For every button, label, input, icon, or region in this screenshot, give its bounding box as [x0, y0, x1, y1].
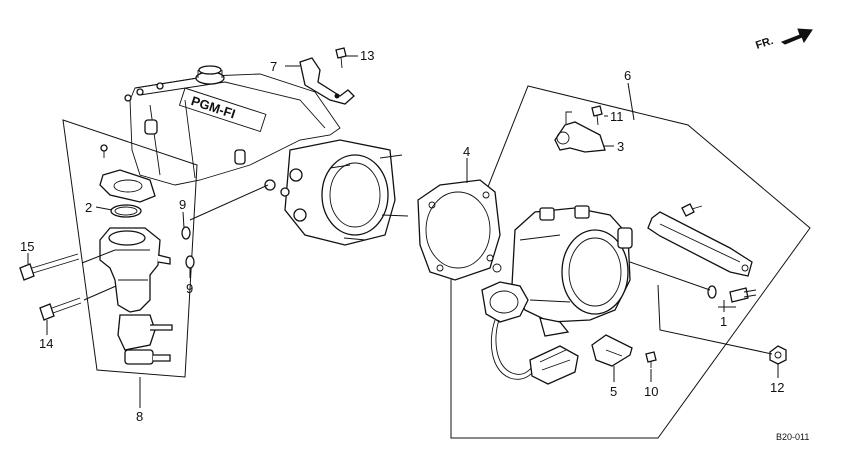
alignment-lines — [81, 184, 269, 301]
bracket-3 — [554, 111, 606, 153]
bracket-7 — [299, 57, 355, 105]
callout-3: 3 — [617, 139, 624, 154]
gasket-4 — [417, 179, 501, 281]
front-direction-indicator: FR. — [754, 28, 813, 52]
washers-9 — [181, 226, 195, 269]
bolt-14 — [39, 297, 82, 321]
callout-9-upper: 9 — [179, 197, 186, 212]
throttle-bracket-right — [647, 203, 753, 277]
callout-leaders — [27, 55, 779, 408]
callout-6: 6 — [624, 68, 631, 83]
callout-15: 15 — [20, 239, 34, 254]
callout-14: 14 — [39, 336, 53, 351]
callout-2: 2 — [85, 200, 92, 215]
callout-9-lower: 9 — [186, 281, 193, 296]
bolt-15 — [19, 253, 80, 281]
bracket-5 — [591, 334, 633, 367]
throttle-body — [481, 205, 633, 385]
group-8-outline — [62, 119, 198, 378]
front-arrow-icon — [780, 28, 813, 45]
callout-10: 10 — [644, 384, 658, 399]
group-6-outline — [450, 85, 811, 439]
callout-labels: 7 13 6 11 3 4 2 9 9 15 14 8 1 12 5 10 — [20, 48, 784, 424]
callout-4: 4 — [463, 144, 470, 159]
callout-12: 12 — [770, 380, 784, 395]
alignment-lines-6 — [629, 261, 773, 355]
front-label: FR. — [754, 35, 775, 52]
screw-1 — [707, 285, 757, 303]
nut-12 — [769, 345, 787, 365]
intake-manifold: PGM-FI — [124, 65, 409, 246]
callout-13: 13 — [360, 48, 374, 63]
screw-11 — [591, 105, 603, 126]
callout-1: 1 — [720, 314, 727, 329]
bolt-10 — [645, 351, 657, 368]
drawing-code: B20-011 — [776, 432, 809, 442]
fast-idle-valve — [99, 144, 173, 365]
bolt-13 — [335, 47, 347, 69]
callout-11: 11 — [610, 109, 624, 124]
callout-5: 5 — [610, 384, 617, 399]
callout-7: 7 — [270, 59, 277, 74]
callout-8: 8 — [136, 409, 143, 424]
